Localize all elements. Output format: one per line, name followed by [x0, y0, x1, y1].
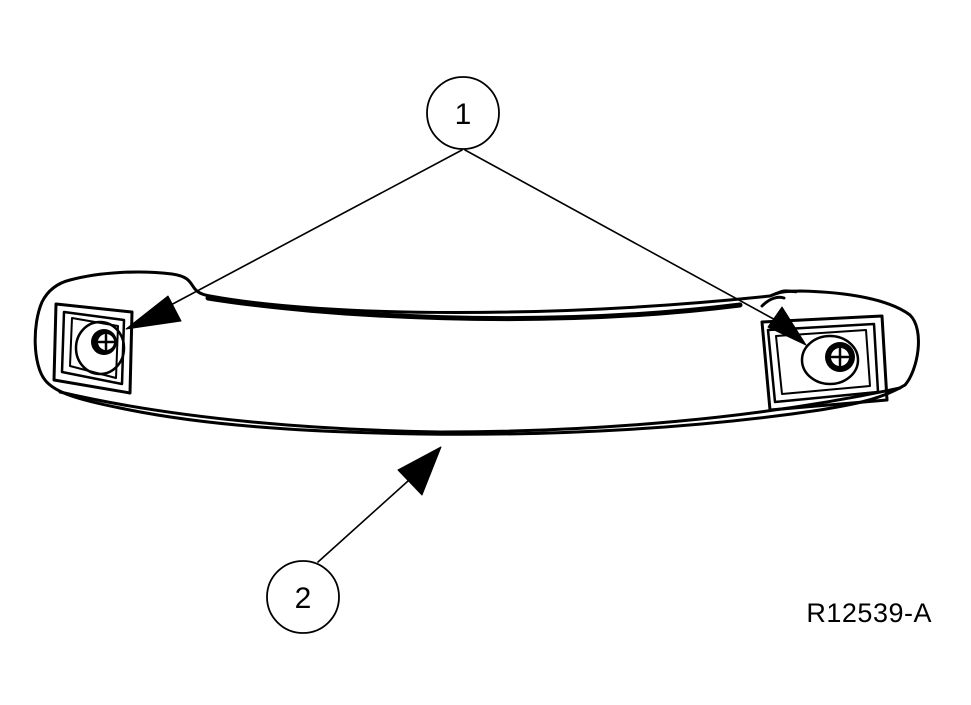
callout-1-label: 1	[455, 98, 472, 131]
callout-2-label: 2	[295, 582, 312, 615]
handle-lower-rim	[58, 386, 902, 434]
handle-right-end-rim	[768, 290, 798, 298]
figure-reference: R12539-A	[806, 598, 932, 628]
leader-lines	[151, 149, 791, 563]
arrowhead-2	[397, 446, 442, 496]
leader-2	[317, 471, 419, 563]
leader-1-right	[464, 149, 791, 329]
arrowhead-1-left	[125, 295, 182, 330]
handle-top-ridge	[205, 295, 743, 322]
leader-1-left	[151, 149, 463, 316]
arrowheads	[125, 295, 807, 496]
right-screw-pocket	[760, 295, 889, 412]
callout-2: 2	[266, 560, 340, 634]
grab-handle	[33, 270, 920, 436]
right-screw-icon	[825, 342, 855, 372]
left-screw-icon	[91, 329, 117, 355]
callout-1: 1	[426, 76, 500, 150]
left-screw-pocket	[52, 302, 134, 395]
arrowhead-1-right	[767, 306, 807, 346]
